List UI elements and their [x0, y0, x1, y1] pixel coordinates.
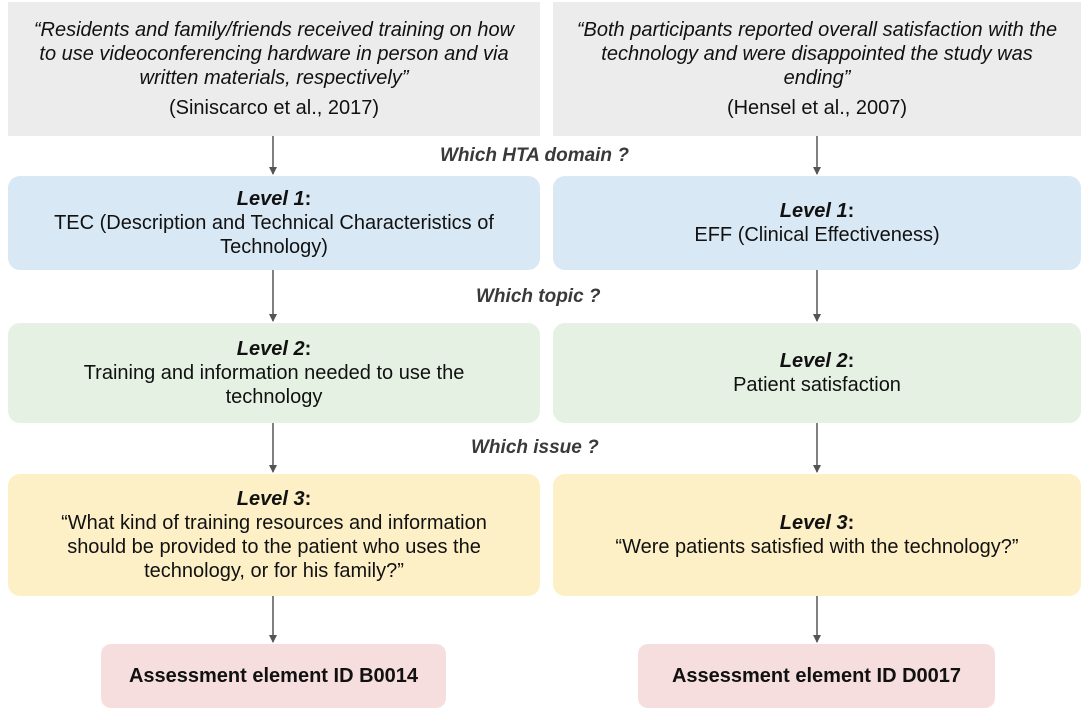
left-assessment-text: Assessment element ID B0014 [128, 665, 419, 687]
left-level2-heading: Level 2: [237, 337, 312, 361]
right-level3-heading: Level 3: [780, 511, 855, 535]
right-level1-colon: : [847, 200, 855, 222]
question-issue: Which issue ? [471, 437, 599, 458]
left-level3-colon: : [304, 488, 312, 510]
left-level2-text: Training and information needed to use t… [83, 362, 465, 408]
left-level1-text: TEC (Description and Technical Character… [54, 212, 494, 258]
right-level1-heading: Level 1: [780, 199, 855, 223]
left-quote-text: “Residents and family/friends received t… [33, 19, 515, 89]
left-quote-citation: (Siniscarco et al., 2017) [168, 97, 380, 119]
left-level2-label: Level 2 [236, 338, 305, 360]
right-level2-heading: Level 2: [780, 349, 855, 373]
right-assessment-box: Assessment element ID D0017 [638, 644, 995, 708]
left-level1-label: Level 1 [236, 188, 305, 210]
question-hta-domain: Which HTA domain ? [440, 145, 629, 166]
left-level1-heading: Level 1: [237, 187, 312, 211]
left-level3-text: “What kind of training resources and inf… [61, 512, 487, 582]
left-level2-box: Level 2: Training and information needed… [8, 323, 540, 423]
right-level3-box: Level 3: “Were patients satisfied with t… [553, 474, 1081, 596]
right-level2-text: Patient satisfaction [733, 374, 901, 396]
left-level3-label: Level 3 [236, 488, 305, 510]
left-quote-box: “Residents and family/friends received t… [8, 2, 540, 136]
left-level3-heading: Level 3: [237, 487, 312, 511]
right-level2-colon: : [847, 350, 855, 372]
right-level3-text: “Were patients satisfied with the techno… [615, 536, 1019, 558]
right-level1-box: Level 1: EFF (Clinical Effectiveness) [553, 176, 1081, 270]
right-level1-text: EFF (Clinical Effectiveness) [694, 224, 940, 246]
left-assessment-box: Assessment element ID B0014 [101, 644, 446, 708]
right-level2-box: Level 2: Patient satisfaction [553, 323, 1081, 423]
right-assessment-text: Assessment element ID D0017 [671, 665, 962, 687]
right-level3-colon: : [847, 512, 855, 534]
right-level1-label: Level 1 [779, 200, 848, 222]
right-level3-label: Level 3 [779, 512, 848, 534]
right-quote-box: “Both participants reported overall sati… [553, 2, 1081, 136]
right-level2-label: Level 2 [779, 350, 848, 372]
left-level1-box: Level 1: TEC (Description and Technical … [8, 176, 540, 270]
right-quote-text: “Both participants reported overall sati… [576, 19, 1058, 89]
right-quote-citation: (Hensel et al., 2007) [726, 97, 908, 119]
question-topic: Which topic ? [476, 286, 601, 307]
left-level3-box: Level 3: “What kind of training resource… [8, 474, 540, 596]
left-level1-colon: : [304, 188, 312, 210]
left-level2-colon: : [304, 338, 312, 360]
